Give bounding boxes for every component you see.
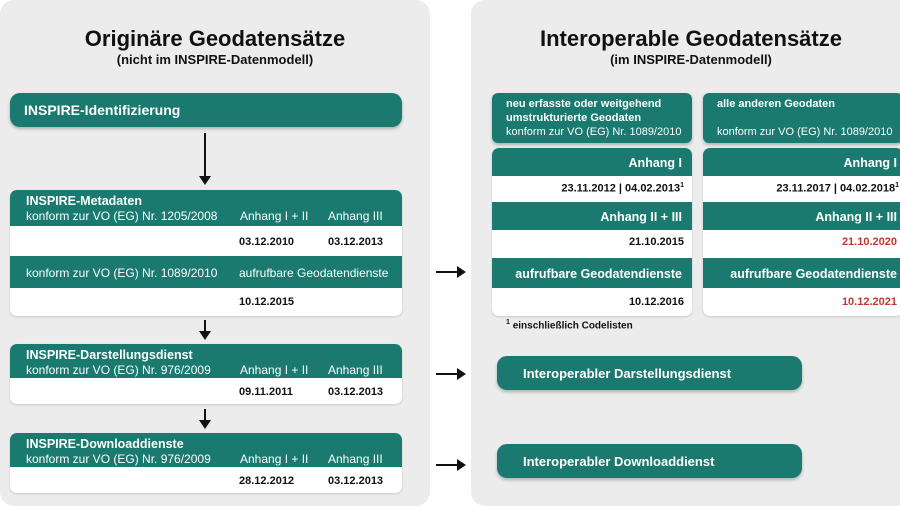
footnote: 1 einschließlich Codelisten (506, 319, 633, 331)
colB-anhang1-bar: Anhang I (703, 148, 900, 176)
colB-anhang23-bar: Anhang II + III (703, 202, 900, 230)
display-col-anhang-3: Anhang III (328, 363, 383, 377)
arrow-down-2 (199, 320, 211, 340)
colA-header-line1: neu erfasste oder weitgehend (506, 98, 662, 110)
metadata-date-anhang-1-2: 03.12.2010 (239, 236, 295, 248)
interoperable-download-service-label: Interoperabler Downloaddienst (523, 453, 715, 469)
metadata-col-services: aufrufbare Geodatendienste (239, 266, 389, 280)
download-title: INSPIRE-Downloaddienste (26, 437, 184, 451)
download-service-card: INSPIRE-Downloaddienste konform zur VO (… (10, 433, 402, 493)
colB-services-bar: aufrufbare Geodatendienste (703, 258, 900, 288)
download-col-anhang-3: Anhang III (328, 452, 383, 466)
metadata-regulation: konform zur VO (EG) Nr. 1205/2008 (26, 209, 218, 223)
footnote-mark: 1 (506, 319, 510, 326)
metadata-services-header: konform zur VO (EG) Nr. 1089/2010 aufruf… (10, 256, 402, 288)
metadata-col-anhang-3: Anhang III (328, 209, 383, 223)
metadata-header: INSPIRE-Metadaten konform zur VO (EG) Nr… (10, 190, 402, 226)
download-regulation: konform zur VO (EG) Nr. 976/2009 (26, 452, 211, 466)
colA-services: aufrufbare Geodatendienste (515, 267, 682, 281)
colB-header-box: alle anderen Geodaten konform zur VO (EG… (703, 93, 900, 143)
footnote-text: einschließlich Codelisten (512, 320, 633, 332)
colB-header-line1: alle anderen Geodaten (717, 98, 835, 110)
colA-footnote-mark: 1 (680, 182, 684, 189)
display-service-card: INSPIRE-Darstellungsdienst konform zur V… (10, 344, 402, 404)
colB-date-anhang23: 21.10.2020 (841, 236, 897, 248)
colB-date-services: 10.12.2021 (841, 296, 897, 308)
inspire-identification-label: INSPIRE-Identifizierung (24, 102, 181, 118)
colA-header-line3: konform zur VO (EG) Nr. 1089/2010 (506, 126, 682, 138)
left-title: Originäre Geodatensätze (84, 26, 346, 51)
right-title: Interoperable Geodatensätze (540, 26, 842, 51)
colA-anhang23-bar: Anhang II + III (492, 202, 692, 230)
colA-anhang1: Anhang I (628, 156, 682, 170)
interoperable-display-service-box: Interoperabler Darstellungsdienst (497, 356, 802, 390)
interoperable-display-service-label: Interoperabler Darstellungsdienst (523, 365, 732, 381)
colB-date-anhang1-text: 23.11.2017 | 04.02.2018 (776, 182, 896, 195)
display-col-anhang-1-2: Anhang I + II (240, 363, 309, 377)
arrow-right-2 (436, 368, 466, 380)
metadata-title: INSPIRE-Metadaten (26, 194, 142, 208)
colA-date-anhang1-text: 23.11.2012 | 04.02.2013 (561, 182, 681, 195)
metadata-col-anhang-1-2: Anhang I + II (240, 209, 309, 223)
colB-card: Anhang I 23.11.2017 | 04.02.20181 Anhang… (703, 148, 900, 316)
display-date-anhang-3: 03.12.2013 (328, 386, 384, 398)
colB-date-anhang1: 23.11.2017 | 04.02.20181 (776, 182, 899, 195)
display-title: INSPIRE-Darstellungsdienst (26, 348, 193, 362)
colA-date-anhang1: 23.11.2012 | 04.02.20131 (561, 182, 684, 195)
display-header: INSPIRE-Darstellungsdienst konform zur V… (10, 344, 402, 378)
colA-header-box: neu erfasste oder weitgehend umstrukturi… (492, 93, 692, 143)
colB-header-line3: konform zur VO (EG) Nr. 1089/2010 (717, 126, 893, 138)
arrow-right-3 (436, 459, 466, 471)
colA-services-bar: aufrufbare Geodatendienste (492, 258, 692, 288)
left-subtitle: (nicht im INSPIRE-Datenmodell) (116, 52, 314, 67)
metadata-card: INSPIRE-Metadaten konform zur VO (EG) Nr… (10, 190, 402, 316)
colB-services: aufrufbare Geodatendienste (730, 267, 897, 281)
metadata-date-anhang-3: 03.12.2013 (328, 236, 384, 248)
download-col-anhang-1-2: Anhang I + II (240, 452, 309, 466)
interoperable-download-service-box: Interoperabler Downloaddienst (497, 444, 802, 478)
display-regulation: konform zur VO (EG) Nr. 976/2009 (26, 363, 211, 377)
colA-card: Anhang I 23.11.2012 | 04.02.20131 Anhang… (492, 148, 692, 316)
colA-date-services: 10.12.2016 (628, 296, 684, 308)
colA-header-line2: umstrukturierte Geodaten (506, 112, 642, 124)
download-date-anhang-1-2: 28.12.2012 (239, 475, 295, 487)
metadata-date-services: 10.12.2015 (239, 296, 295, 308)
colA-anhang23: Anhang II + III (600, 210, 682, 224)
metadata-regulation-2: konform zur VO (EG) Nr. 1089/2010 (26, 266, 218, 280)
right-subtitle: (im INSPIRE-Datenmodell) (610, 52, 772, 67)
arrow-right-1 (436, 266, 466, 278)
colA-anhang1-bar: Anhang I (492, 148, 692, 176)
download-header: INSPIRE-Downloaddienste konform zur VO (… (10, 433, 402, 467)
inspire-identification-box: INSPIRE-Identifizierung (10, 93, 402, 127)
arrow-down-1 (199, 133, 211, 185)
display-date-anhang-1-2: 09.11.2011 (239, 386, 293, 398)
colB-anhang23: Anhang II + III (815, 210, 897, 224)
colB-anhang1: Anhang I (843, 156, 897, 170)
colA-date-anhang23: 21.10.2015 (628, 236, 684, 248)
download-date-anhang-3: 03.12.2013 (328, 475, 384, 487)
arrow-down-3 (199, 409, 211, 429)
colB-footnote-mark: 1 (895, 182, 899, 189)
